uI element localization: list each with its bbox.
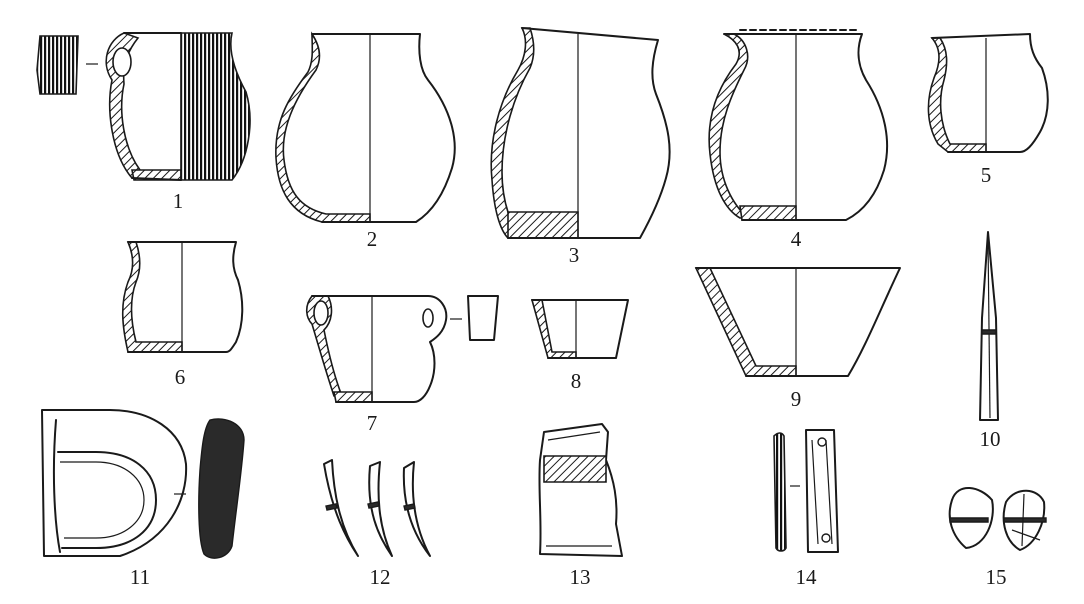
vessel-2 [275, 31, 456, 223]
label-9: 9 [791, 387, 802, 411]
label-8: 8 [571, 369, 582, 393]
tool-13 [538, 423, 623, 557]
tool-14 [773, 429, 839, 553]
handle-section-7 [467, 295, 499, 341]
tool-11 [41, 409, 245, 559]
vessel-8 [530, 299, 629, 359]
figure-labels: 1 2 3 4 5 6 7 8 9 10 11 12 13 14 15 [130, 163, 1007, 589]
handle-section-1 [36, 35, 79, 95]
vessel-1 [36, 32, 251, 181]
vessel-4 [708, 29, 889, 221]
label-5: 5 [981, 163, 992, 187]
points-12 [323, 459, 431, 557]
label-10: 10 [980, 427, 1001, 451]
vessel-6 [121, 241, 244, 353]
vessel-9 [694, 267, 901, 377]
vessel-5 [927, 33, 1049, 153]
label-1: 1 [173, 189, 184, 213]
label-14: 14 [796, 565, 818, 589]
label-4: 4 [791, 227, 802, 251]
label-6: 6 [175, 365, 186, 389]
vessel-3 [490, 27, 671, 239]
label-11: 11 [130, 565, 150, 589]
label-13: 13 [570, 565, 591, 589]
label-2: 2 [367, 227, 378, 251]
label-12: 12 [370, 565, 391, 589]
vessel-7 [305, 295, 499, 403]
label-3: 3 [569, 243, 580, 267]
label-15: 15 [986, 565, 1007, 589]
tool-10 [979, 231, 999, 421]
leaves-15 [948, 487, 1047, 551]
label-7: 7 [367, 411, 378, 435]
